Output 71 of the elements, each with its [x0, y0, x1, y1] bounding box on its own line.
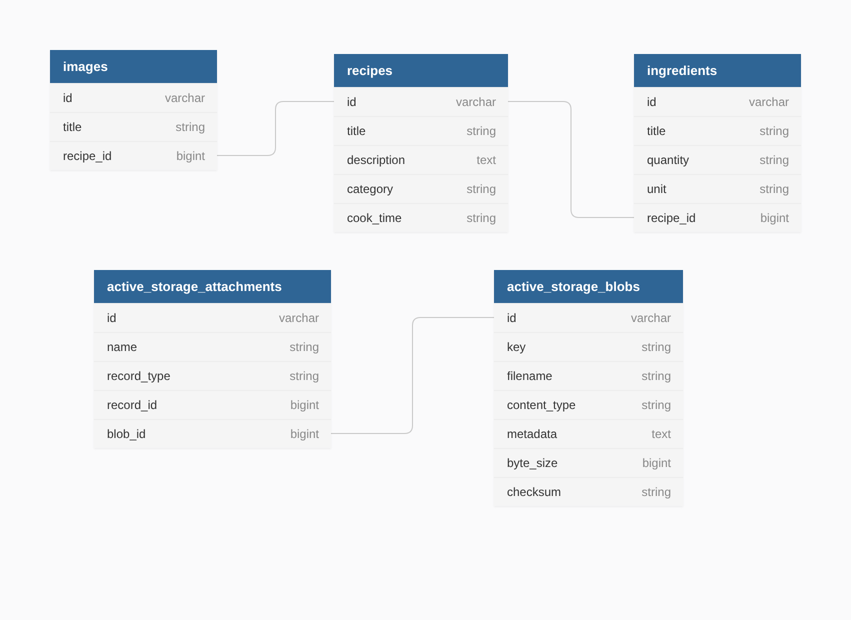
column-type: varchar	[164, 91, 205, 105]
relationship-line	[330, 317, 494, 434]
column-name: cook_time	[347, 211, 402, 225]
table-row	[634, 87, 801, 116]
column-type: text	[476, 153, 496, 167]
column-type: string	[176, 120, 205, 134]
column-type: bigint	[760, 211, 789, 225]
column-type: string	[642, 398, 671, 412]
table-card	[494, 270, 683, 506]
column-type: string	[466, 182, 496, 196]
column-name: record_type	[107, 369, 170, 383]
table-row	[494, 303, 683, 332]
table-row	[50, 141, 217, 170]
column-type: string	[290, 369, 319, 383]
table-card	[634, 54, 801, 232]
relationship-line	[216, 101, 334, 156]
column-name: checksum	[507, 485, 562, 499]
column-name: recipe_id	[63, 149, 112, 163]
column-name: id	[63, 91, 72, 105]
column-type: string	[760, 153, 789, 167]
column-name: description	[347, 153, 406, 167]
table-name: active_storage_blobs	[494, 270, 683, 303]
column-type: string	[642, 340, 671, 354]
column-type: bigint	[290, 427, 319, 441]
column-type: string	[642, 369, 671, 383]
table-name: ingredients	[634, 54, 801, 87]
column-type: varchar	[278, 311, 319, 325]
column-type: string	[760, 182, 789, 196]
column-type: string	[642, 485, 671, 499]
table-row	[94, 419, 331, 448]
column-name: title	[647, 124, 666, 138]
column-name: id	[507, 311, 516, 325]
column-name: title	[347, 124, 366, 138]
column-name: record_id	[107, 398, 158, 412]
column-name: quantity	[647, 153, 690, 167]
table-card	[94, 270, 331, 448]
column-name: id	[647, 95, 656, 109]
column-type: string	[290, 340, 319, 354]
column-type: bigint	[290, 398, 319, 412]
column-type: varchar	[630, 311, 671, 325]
column-name: blob_id	[107, 427, 146, 441]
column-name: title	[63, 120, 82, 134]
table-name: images	[50, 50, 217, 83]
column-type: varchar	[748, 95, 789, 109]
relationship-line	[508, 101, 634, 218]
table-card	[50, 50, 217, 170]
table-row	[634, 203, 801, 232]
column-name: metadata	[507, 427, 558, 441]
column-type: string	[466, 124, 496, 138]
column-type: string	[466, 211, 496, 225]
column-name: name	[107, 340, 138, 354]
table-card	[334, 54, 508, 232]
column-name: id	[107, 311, 116, 325]
column-name: id	[347, 95, 356, 109]
table-row	[334, 87, 508, 116]
column-name: category	[347, 182, 394, 196]
table-name: active_storage_attachments	[94, 270, 331, 303]
column-name: filename	[507, 369, 552, 383]
column-type: bigint	[642, 456, 671, 470]
column-name: content_type	[507, 398, 576, 412]
column-name: key	[507, 340, 526, 354]
table-row	[94, 303, 331, 332]
column-type: string	[760, 124, 789, 138]
column-type: bigint	[176, 149, 205, 163]
column-name: recipe_id	[647, 211, 696, 225]
table-row	[50, 83, 217, 112]
table-name: recipes	[334, 54, 508, 87]
column-name: byte_size	[507, 456, 558, 470]
column-name: unit	[647, 182, 666, 196]
column-type: text	[652, 427, 671, 441]
column-type: varchar	[456, 95, 496, 109]
